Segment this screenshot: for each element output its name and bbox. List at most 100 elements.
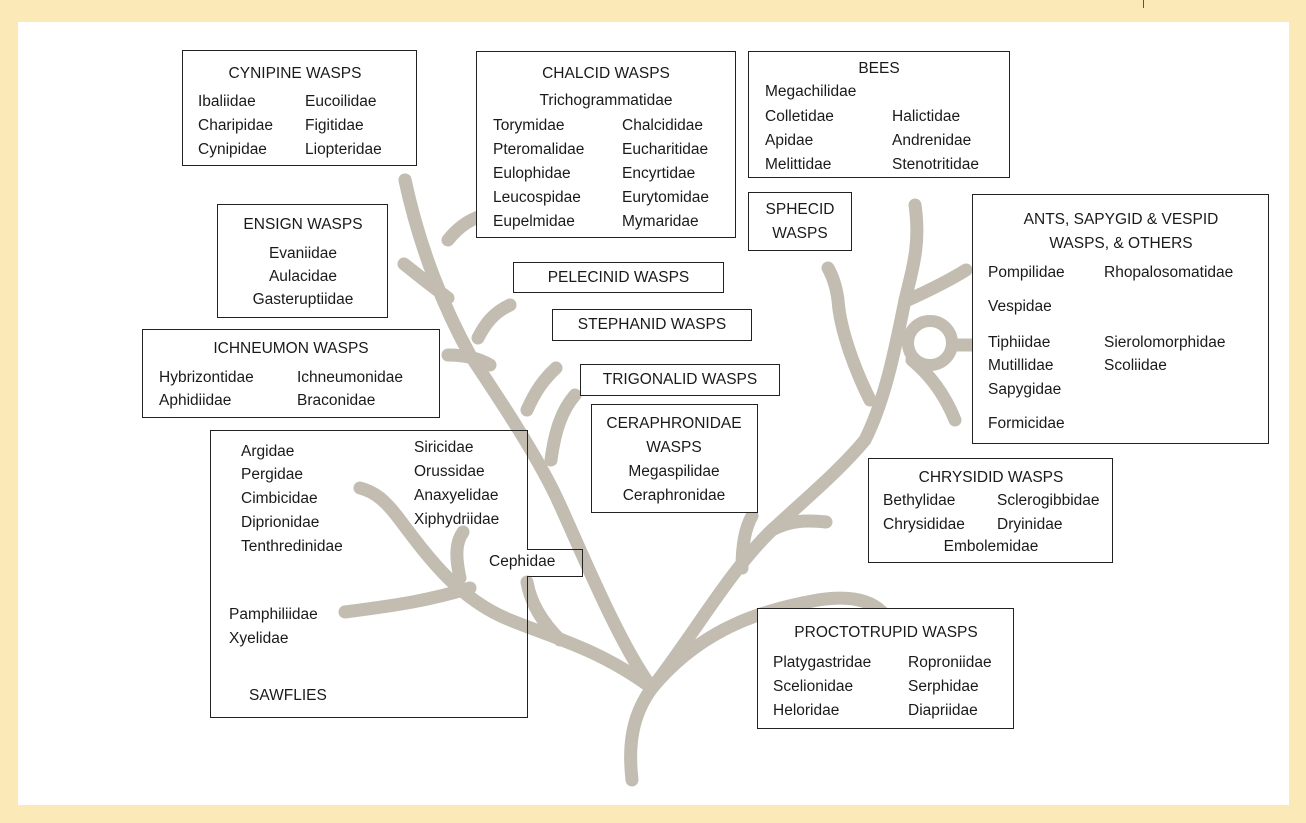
- chrysidid-title: CHRYSIDID WASPS: [918, 469, 1064, 486]
- family-label: Sapygidae: [988, 381, 1062, 398]
- branch-sawfly-main: [353, 481, 659, 695]
- bees-box: BEES Megachilidae Colletidae Halictidae …: [748, 51, 1010, 178]
- family-label: Platygastridae: [773, 654, 872, 671]
- branch-to-trigonalid: [544, 388, 582, 467]
- family-label: Diapriidae: [908, 702, 978, 719]
- family-label: Aulacidae: [268, 268, 338, 285]
- family-label: Encyrtidae: [622, 165, 696, 182]
- chalcid-wasps-box: CHALCID WASPS Trichogrammatidae Torymida…: [476, 51, 736, 238]
- cynipine-wasps-box: CYNIPINE WASPS Ibaliidae Eucoilidae Char…: [182, 50, 417, 166]
- ceraphronidae-wasps-box: CERAPHRONIDAE WASPS Megaspilidae Ceraphr…: [591, 404, 758, 513]
- branch-right-main: [645, 198, 924, 695]
- family-label: Bethylidae: [883, 492, 956, 509]
- family-label: Eucoilidae: [305, 93, 377, 110]
- family-label: Ichneumonidae: [297, 369, 403, 386]
- family-label: Leucospidae: [493, 189, 581, 206]
- pelecinid-title: PELECINID WASPS: [547, 268, 690, 286]
- family-label: Tenthredinidae: [241, 538, 343, 555]
- family-label: Pergidae: [241, 466, 304, 483]
- edge-tick: [1143, 0, 1144, 8]
- ceraphronidae-title-line1: CERAPHRONIDAE: [606, 415, 742, 432]
- branch-right-upper: [821, 261, 877, 407]
- family-label: Melittidae: [765, 156, 832, 173]
- family-label: Eupelmidae: [493, 213, 575, 230]
- branch-to-vespid-top: [901, 263, 973, 307]
- sphecid-title-line1: SPHECID: [765, 201, 835, 218]
- branch-right-lower: [645, 591, 889, 695]
- family-label: Liopteridae: [305, 141, 382, 158]
- trigonalid-wasps-box: TRIGONALID WASPS: [580, 364, 780, 396]
- family-label: Apidae: [765, 132, 814, 149]
- family-label: Dryinidae: [997, 516, 1063, 533]
- family-label: Pteromalidae: [493, 141, 585, 158]
- family-label: Xyelidae: [229, 630, 289, 647]
- family-label: Eulophidae: [493, 165, 571, 182]
- family-label: Megaspilidae: [628, 463, 720, 480]
- family-label: Halictidae: [892, 108, 961, 125]
- sawflies-box: Argidae Siricidae Pergidae Orussidae Cim…: [210, 430, 582, 718]
- family-label: Evaniidae: [268, 245, 338, 262]
- family-label: Andrenidae: [892, 132, 972, 149]
- ichneumon-title: ICHNEUMON WASPS: [213, 340, 369, 357]
- family-label: Rhopalosomatidae: [1104, 264, 1234, 281]
- family-label: Torymidae: [493, 117, 565, 134]
- family-label: Ibaliidae: [198, 93, 256, 110]
- branch-sawfly-mid: [450, 525, 470, 585]
- bees-title: BEES: [858, 60, 900, 77]
- branch-to-cephidae: [520, 575, 567, 647]
- cephidae-label: Cephidae: [489, 553, 556, 570]
- family-label: Cimbicidae: [241, 490, 318, 507]
- proctotrupid-wasps-box: PROCTOTRUPID WASPS Platygastridae Ropron…: [757, 608, 1014, 729]
- branch-to-pelecinid: [471, 298, 517, 345]
- stephanid-wasps-box: STEPHANID WASPS: [552, 309, 752, 341]
- family-label: Tiphiidae: [988, 334, 1051, 351]
- family-label: Argidae: [241, 443, 295, 460]
- family-label: Eucharitidae: [622, 141, 709, 158]
- family-label: Serphidae: [908, 678, 979, 695]
- family-label: Sierolomorphidae: [1104, 334, 1226, 351]
- stephanid-title: STEPHANID WASPS: [577, 316, 727, 333]
- family-label: Siricidae: [414, 439, 474, 456]
- family-label: Chrysididae: [883, 516, 965, 533]
- family-label: Gasteruptiidae: [252, 291, 354, 308]
- family-label: Stenotritidae: [892, 156, 980, 173]
- family-label: Chalcididae: [622, 117, 703, 134]
- family-label: Aphidiidae: [159, 392, 232, 409]
- family-label: Scelionidae: [773, 678, 854, 695]
- proctotrupid-title: PROCTOTRUPID WASPS: [794, 624, 978, 641]
- family-label: Eurytomidae: [622, 189, 710, 206]
- family-label: Hybrizontidae: [159, 369, 254, 386]
- ensign-title: ENSIGN WASPS: [243, 216, 363, 233]
- family-label: Pamphiliidae: [229, 606, 318, 623]
- family-label: Colletidae: [765, 108, 834, 125]
- family-label: Braconidae: [297, 392, 376, 409]
- trigonalid-title: TRIGONALID WASPS: [602, 371, 758, 388]
- family-label: Trichogrammatidae: [539, 92, 673, 109]
- ichneumon-wasps-box: ICHNEUMON WASPS Hybrizontidae Ichneumoni…: [142, 329, 440, 418]
- family-label: Embolemidae: [943, 538, 1039, 555]
- family-label: Figitidae: [305, 117, 364, 134]
- tree-trunk: [624, 681, 659, 787]
- sphecid-wasps-box: SPHECID WASPS: [748, 192, 852, 251]
- family-label: Heloridae: [773, 702, 840, 719]
- ceraphronidae-title-line2: WASPS: [646, 439, 702, 456]
- branch-to-stephanid: [520, 361, 563, 417]
- family-label: Cynipidae: [198, 141, 267, 158]
- family-label: Mutillidae: [988, 357, 1054, 374]
- branch-sawfly-low: [338, 581, 477, 619]
- branch-to-proctotrupid: [735, 509, 759, 575]
- family-label: Roproniidae: [908, 654, 992, 671]
- pelecinid-wasps-box: PELECINID WASPS: [513, 262, 724, 293]
- branch-to-chrysidid: [765, 514, 833, 537]
- vespid-ring: [902, 315, 958, 371]
- branch-to-ichneumon: [441, 348, 497, 372]
- family-label: Scoliidae: [1104, 357, 1167, 374]
- sawflies-title: SAWFLIES: [249, 687, 327, 704]
- ants-title-line2: WASPS, & OTHERS: [1049, 235, 1193, 252]
- ants-title-line1: ANTS, SAPYGID & VESPID: [1023, 211, 1219, 228]
- family-label: Ceraphronidae: [622, 487, 726, 504]
- branch-to-ensign: [397, 257, 455, 305]
- branch-left-sub: [398, 173, 477, 362]
